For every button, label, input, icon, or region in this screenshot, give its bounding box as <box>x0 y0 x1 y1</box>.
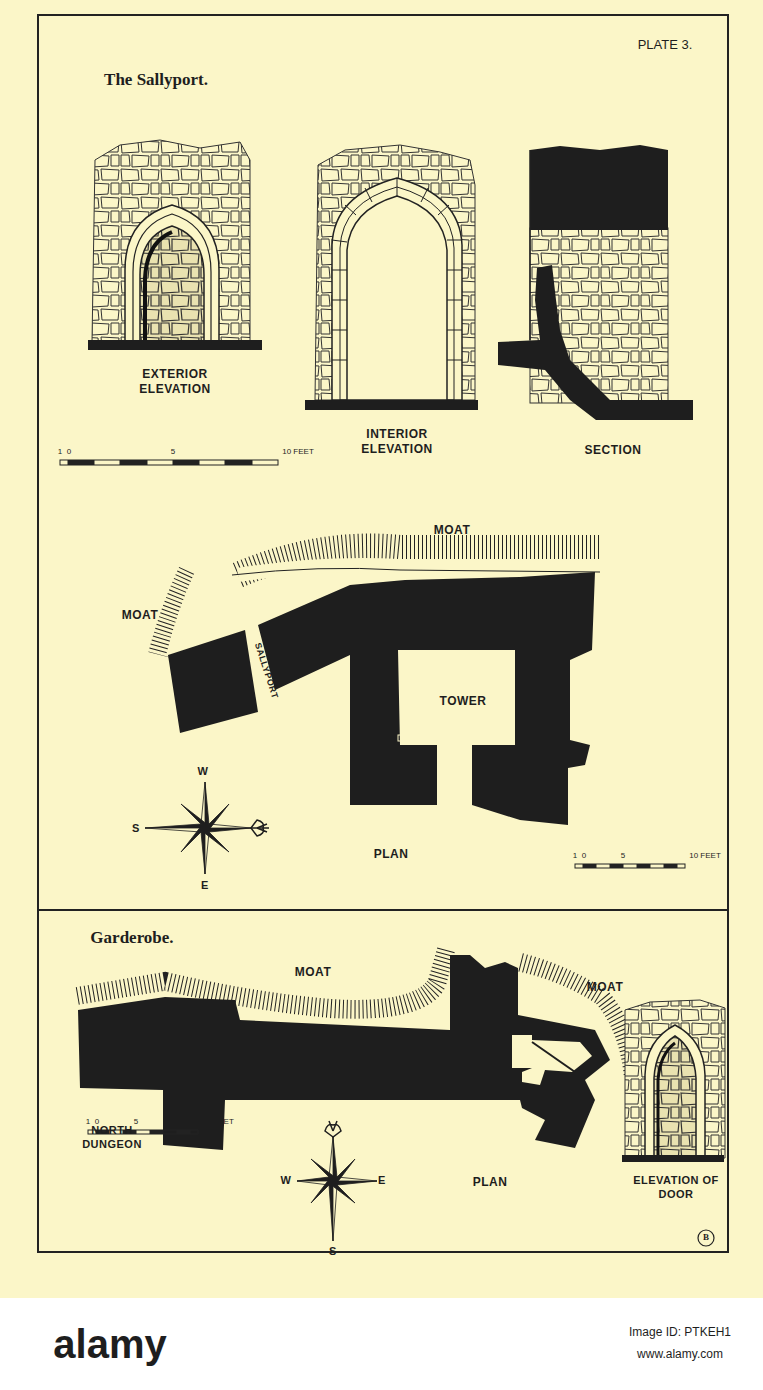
scale-number: 5 <box>621 851 625 861</box>
compass-letter: S <box>329 1245 337 1259</box>
monogram: B <box>703 1232 709 1243</box>
moat-label: MOAT <box>122 608 158 623</box>
plate-title: The Sallyport. <box>104 69 208 90</box>
scale-number: 0 <box>95 1117 99 1127</box>
scale-number: 1 <box>86 1117 90 1127</box>
plate-number: PLATE 3. <box>638 37 693 53</box>
compass-letter: W <box>281 1174 292 1188</box>
room-label: NORTH DUNGEON <box>72 1124 152 1152</box>
scale-number: 0 <box>582 851 586 861</box>
compass-letter: W <box>198 765 209 779</box>
moat-label: MOAT <box>295 965 331 980</box>
scale-number: 5 <box>134 1117 138 1127</box>
web-address: www.alamy.com <box>637 1347 723 1362</box>
image-id: Image ID: PTKEH1 <box>629 1325 731 1340</box>
compass-letter: S <box>132 822 140 836</box>
section-heading: Garderobe. <box>90 927 173 948</box>
moat-label: MOAT <box>587 980 623 995</box>
scale-number: 0 <box>67 447 71 457</box>
scale-number: 5 <box>171 447 175 457</box>
scale-number: 1 <box>573 851 577 861</box>
scale-number: 10 FEET <box>689 851 721 861</box>
view-label: SECTION <box>585 443 642 458</box>
moat-label: MOAT <box>434 523 470 538</box>
view-label: INTERIOR ELEVATION <box>352 427 442 457</box>
room-label: TOWER <box>440 694 487 709</box>
compass-letter: E <box>378 1174 386 1188</box>
scale-number: 10 FEET <box>202 1117 234 1127</box>
compass-letter: E <box>201 879 209 893</box>
view-label: ELEVATION OF DOOR <box>631 1174 721 1202</box>
scale-number: 10 FEET <box>282 447 314 457</box>
scale-number: 1 <box>58 447 62 457</box>
plan-label: PLAN <box>374 847 409 862</box>
brand-logo: alamy <box>53 1319 166 1369</box>
plan-label: PLAN <box>473 1175 508 1190</box>
view-label: EXTERIOR ELEVATION <box>130 367 220 397</box>
